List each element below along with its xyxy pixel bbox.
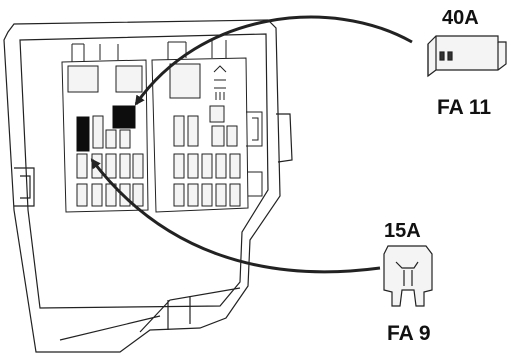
fuse-slot bbox=[119, 129, 131, 149]
right-clip bbox=[276, 113, 293, 163]
fuse-slot-fa11 bbox=[112, 105, 136, 129]
fuse-slot bbox=[201, 153, 213, 179]
fuse-slot bbox=[173, 183, 185, 207]
right-fuse-block bbox=[151, 40, 263, 213]
fuse-rating-15a: 15A bbox=[384, 220, 421, 242]
fuse-slot bbox=[226, 125, 238, 147]
arrow-40a-to-slot bbox=[134, 15, 413, 106]
left-block-frame bbox=[61, 59, 149, 213]
fuse-slot bbox=[215, 153, 227, 179]
fuse-slot-fa9 bbox=[76, 116, 90, 152]
left-fuse-block bbox=[61, 43, 149, 213]
relay-left-a bbox=[67, 65, 99, 93]
right-block-side-clip-lower bbox=[248, 171, 263, 197]
fuse-box-housing bbox=[3, 19, 293, 353]
fuse-code-fa9: FA 9 bbox=[387, 322, 431, 345]
fuse-slot bbox=[105, 153, 117, 179]
mini-blade-fuse-15a-icon bbox=[383, 245, 433, 307]
maxi-fuse-40a-icon bbox=[427, 35, 507, 78]
fuse-slot bbox=[132, 153, 144, 179]
fuse-slot bbox=[215, 183, 227, 207]
fuse-slot bbox=[173, 115, 185, 147]
housing-bottom-ribs bbox=[59, 287, 241, 341]
left-clip bbox=[14, 167, 35, 207]
fuse-slot bbox=[187, 115, 199, 147]
fuse-rating-40a: 40A bbox=[442, 7, 479, 29]
left-block-top-tabs bbox=[71, 43, 119, 62]
right-block-top-tabs bbox=[167, 40, 227, 60]
relay-right bbox=[169, 63, 201, 99]
relay-left-b bbox=[115, 65, 143, 93]
fuse-slot bbox=[105, 129, 117, 149]
fuse-slot bbox=[76, 183, 88, 207]
fuse-slot bbox=[76, 153, 88, 179]
right-block-symbols bbox=[213, 65, 227, 100]
fuse-slot bbox=[92, 115, 104, 149]
fuse-slot bbox=[132, 183, 144, 207]
fuse-slot bbox=[91, 183, 103, 207]
fuse-slot bbox=[201, 183, 213, 207]
right-block-side-clip bbox=[246, 111, 263, 147]
fuse-slot bbox=[211, 125, 225, 147]
fuse-slot bbox=[209, 105, 225, 123]
housing-outer-outline bbox=[3, 19, 281, 353]
fuse-slot bbox=[229, 153, 241, 179]
fuse-slot bbox=[119, 153, 131, 179]
fuse-code-fa11: FA 11 bbox=[437, 96, 492, 119]
fuse-slot bbox=[229, 183, 241, 207]
fuse-slot bbox=[187, 183, 199, 207]
fuse-slot bbox=[173, 153, 185, 179]
arrow-15a-to-slot bbox=[90, 158, 381, 274]
right-block-frame bbox=[151, 57, 249, 213]
housing-inner-outline bbox=[19, 33, 269, 309]
fuse-slot bbox=[187, 153, 199, 179]
